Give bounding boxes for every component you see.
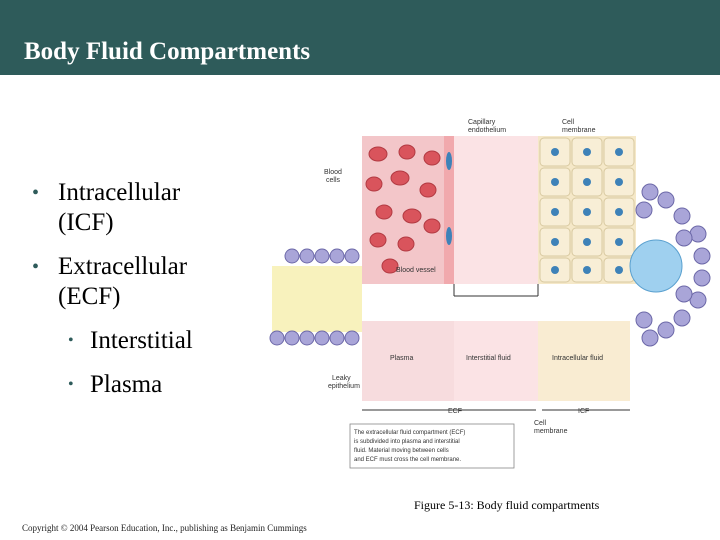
- note-line-1: The extracellular fluid compartment (ECF…: [354, 430, 465, 436]
- note-line-3: fluid. Material moving between cells: [354, 448, 449, 454]
- figure-caption: Figure 5-13: Body fluid compartments: [414, 498, 600, 512]
- label-ecf: ECF: [448, 408, 462, 415]
- copyright-notice: Copyright © 2004 Pearson Education, Inc.…: [22, 523, 307, 533]
- label-capillary-endothelium-2: endothelium: [468, 127, 506, 134]
- label-capillary-endothelium-1: Capillary: [468, 119, 496, 126]
- note-box: [349, 423, 515, 469]
- label-icf: ICF: [578, 408, 589, 415]
- cluster-nucleus-large: [629, 239, 683, 293]
- bullet-list: • Intracellular (ICF) • Extracellular (E…: [32, 178, 272, 414]
- interstitial-upper-region: [454, 136, 538, 284]
- label-cell-membrane-top-2: membrane: [562, 127, 596, 134]
- subbullet-dot-icon: •: [68, 376, 74, 393]
- capillary-endothelium: [444, 136, 454, 284]
- endothelium-nucleus: [446, 152, 452, 170]
- bullet-extracellular-line1: Extracellular: [58, 253, 188, 280]
- label-leaky-epithelium-2: epithelium: [328, 383, 360, 390]
- bullet-dot-icon: •: [32, 256, 40, 278]
- intracellular-panel: [538, 321, 630, 401]
- bullet-extracellular-line2: (ECF): [58, 283, 121, 310]
- subbullet-plasma: • Plasma: [32, 370, 272, 400]
- bullet-intracellular: • Intracellular (ICF): [32, 178, 272, 238]
- cell-cluster: [635, 183, 711, 347]
- endothelium-nucleus: [446, 227, 452, 245]
- label-intracellular-fluid: Intracellular fluid: [552, 355, 603, 362]
- note-line-2: is subdivided into plasma and interstiti…: [354, 439, 460, 445]
- cell-nuclei: [551, 148, 623, 274]
- label-cell-membrane-bottom-2: membrane: [534, 428, 568, 435]
- body-fluid-figure: Capillary endothelium Cell membrane Bloo…: [269, 119, 711, 469]
- plasma-panel: [362, 321, 454, 401]
- label-blood-cells-1: Blood: [324, 169, 342, 176]
- subbullet-plasma-text: Plasma: [90, 371, 163, 398]
- slide-title: Body Fluid Compartments: [24, 38, 311, 65]
- interstitial-panel: [454, 321, 538, 401]
- label-blood-vessel: Blood vessel: [396, 267, 436, 274]
- label-cell-membrane-bottom-1: Cell: [534, 420, 547, 427]
- label-leaky-epithelium-1: Leaky: [332, 375, 351, 382]
- subbullet-dot-icon: •: [68, 332, 74, 349]
- label-interstitial-fluid: Interstitial fluid: [466, 355, 511, 362]
- bullet-extracellular: • Extracellular (ECF): [32, 252, 272, 312]
- label-blood-cells-2: cells: [326, 177, 341, 184]
- label-plasma: Plasma: [390, 355, 413, 362]
- bullet-intracellular-line2: (ICF): [58, 209, 114, 236]
- subbullet-interstitial-text: Interstitial: [90, 327, 193, 354]
- bullet-dot-icon: •: [32, 182, 40, 204]
- epithelium-yellow-band: [272, 266, 362, 332]
- note-line-4: and ECF must cross the cell membrane.: [354, 457, 461, 463]
- subbullet-interstitial: • Interstitial: [32, 326, 272, 356]
- bullet-intracellular-line1: Intracellular: [58, 179, 181, 206]
- label-cell-membrane-top-1: Cell: [562, 119, 575, 126]
- epithelium-cells: [269, 248, 360, 346]
- red-blood-cells: [365, 144, 441, 274]
- title-bar: Body Fluid Compartments: [0, 0, 720, 75]
